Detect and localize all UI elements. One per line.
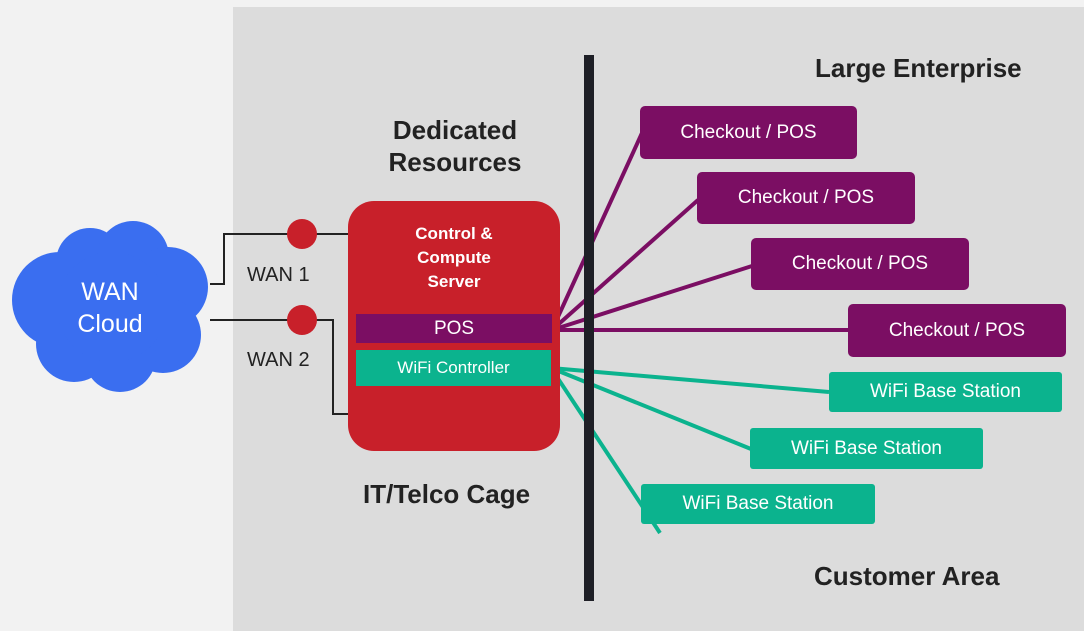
server-title-line2: Compute bbox=[417, 248, 491, 267]
wan1-router-dot bbox=[287, 219, 317, 249]
dedicated-heading-line2: Resources bbox=[388, 147, 522, 177]
cage-heading: IT/Telco Cage bbox=[363, 479, 531, 509]
large-enterprise-heading: Large Enterprise bbox=[815, 53, 1022, 83]
wan-cloud-label: WAN Cloud bbox=[40, 276, 180, 340]
checkout-pos-box-2: Checkout / POS bbox=[697, 172, 915, 224]
wifi-base-station-box-2: WiFi Base Station bbox=[750, 428, 983, 469]
wifi-base-station-box-3: WiFi Base Station bbox=[641, 484, 875, 524]
dedicated-resources-heading: Dedicated Resources bbox=[375, 114, 535, 178]
wan2-router-dot bbox=[287, 305, 317, 335]
server-wifi-controller-module: WiFi Controller bbox=[356, 350, 551, 386]
customer-area-heading: Customer Area bbox=[814, 561, 1000, 591]
pos-links bbox=[550, 132, 848, 332]
dedicated-heading-line1: Dedicated bbox=[392, 115, 518, 145]
pos-link-1 bbox=[550, 132, 644, 331]
checkout-pos-box-4: Checkout / POS bbox=[848, 304, 1066, 357]
checkout-pos-box-3: Checkout / POS bbox=[751, 238, 969, 290]
wan1-label: WAN 1 bbox=[247, 264, 310, 286]
cage-divider bbox=[584, 55, 594, 601]
wifi-link-1 bbox=[550, 366, 830, 394]
pos-link-2 bbox=[550, 198, 700, 332]
server-title-line3: Server bbox=[427, 272, 481, 291]
server-pos-module: POS bbox=[356, 314, 552, 343]
pos-link-3 bbox=[551, 264, 753, 332]
wan-cloud-icon bbox=[12, 221, 208, 392]
wan-cloud-label-line1: WAN bbox=[81, 278, 139, 306]
wan-cloud-label-line2: Cloud bbox=[77, 310, 143, 338]
server-title-line1: Control & bbox=[415, 224, 493, 243]
wan2-label: WAN 2 bbox=[247, 349, 310, 371]
wan2-wire bbox=[210, 319, 350, 415]
wifi-base-station-box-1: WiFi Base Station bbox=[829, 372, 1062, 412]
wifi-link-2 bbox=[550, 366, 752, 451]
checkout-pos-box-1: Checkout / POS bbox=[640, 106, 857, 159]
server-title: Control & Compute Server bbox=[348, 222, 560, 294]
